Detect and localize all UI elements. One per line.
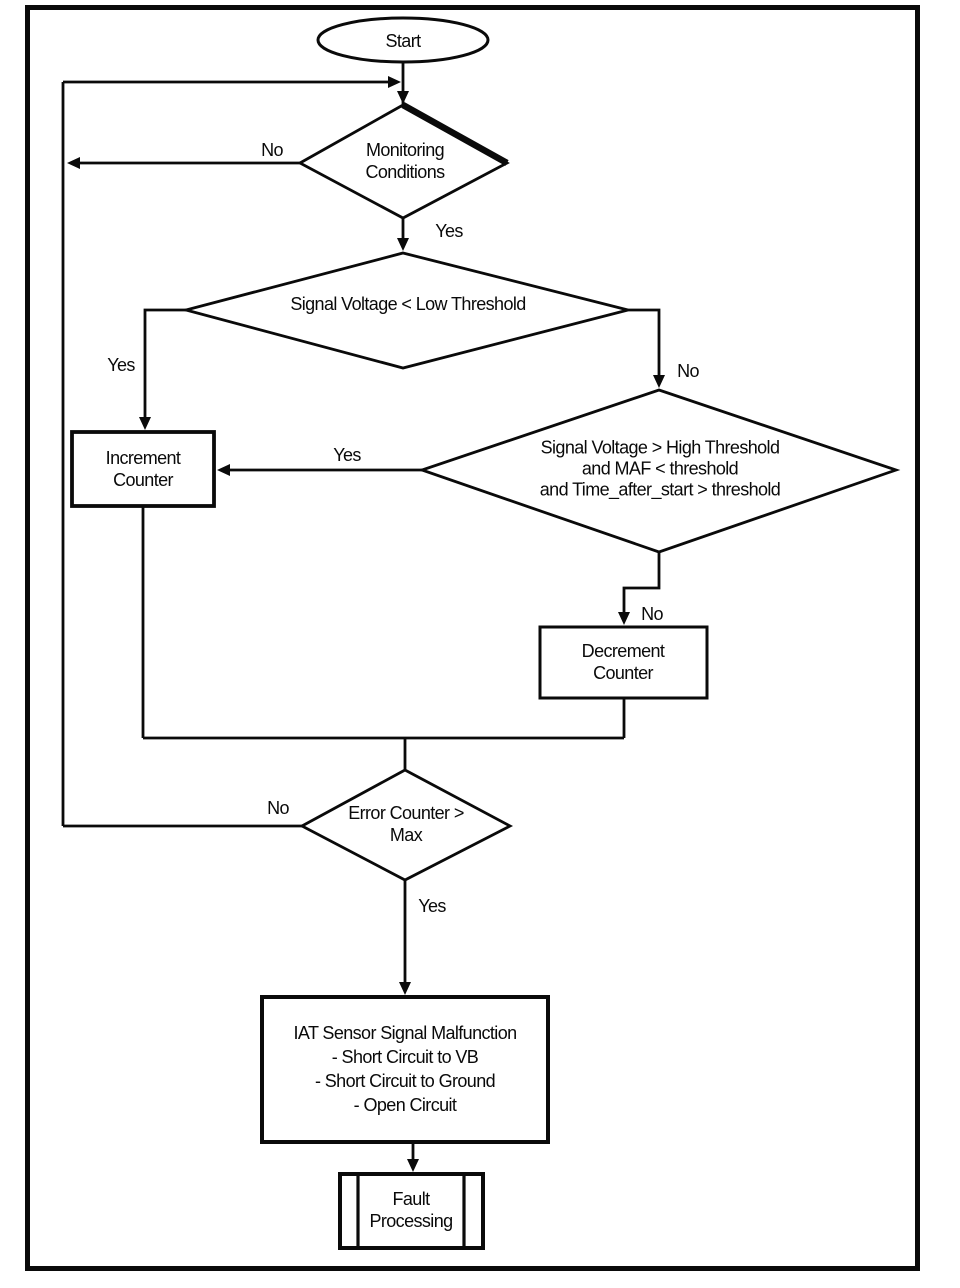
label-line: Monitoring [365, 140, 445, 160]
label-line: Counter [593, 663, 653, 683]
signal-high-no-label: No [641, 604, 663, 624]
error-counter-yes-label: Yes [418, 896, 446, 916]
malfunction-box [260, 995, 550, 1144]
edge-low-yes [143, 308, 186, 426]
start-oval [316, 16, 490, 64]
label-line: Counter [113, 470, 173, 490]
increment-counter-label: Increment Counter [106, 447, 181, 491]
label-line: and MAF < threshold [581, 458, 739, 479]
malfunction-label: IAT Sensor Signal Malfunction - Short Ci… [293, 1021, 517, 1117]
label-line: Max [389, 825, 423, 845]
signal-high-yes-label: Yes [333, 445, 361, 465]
arrow-into-signal-low [397, 238, 409, 251]
label-line: Error Counter > [348, 803, 464, 823]
arrow-into-decrement [618, 612, 630, 625]
edge-low-no [628, 308, 661, 384]
arrow-into-monitoring [397, 91, 409, 104]
error-counter-diamond [299, 768, 514, 882]
signal-low-label: Signal Voltage < Low Threshold [290, 293, 526, 315]
start-label: Start [385, 30, 421, 52]
arrow-loop-into-main [388, 76, 401, 88]
arrow-into-increment-right [217, 464, 230, 476]
label-line: Fault [392, 1189, 430, 1209]
label-line: Signal Voltage < Low Threshold [290, 294, 526, 314]
label-line: Start [385, 31, 421, 51]
fault-processing-label: Fault Processing [369, 1188, 453, 1232]
label-line: - Short Circuit to Ground [314, 1071, 496, 1091]
monitoring-conditions-label: Monitoring Conditions [365, 139, 445, 183]
decrement-counter-label: Decrement Counter [582, 640, 665, 684]
arrow-into-malfunction [399, 982, 411, 995]
fault-processing-box [338, 1172, 485, 1250]
label-line: Conditions [365, 162, 445, 182]
signal-high-label: Signal Voltage > High Threshold and MAF … [539, 437, 781, 501]
monitoring-diamond-bold-edge [401, 102, 509, 166]
monitoring-yes-label: Yes [435, 221, 463, 241]
error-counter-label: Error Counter > Max [348, 802, 464, 846]
decrement-counter-box [538, 625, 709, 700]
label-line: - Short Circuit to VB [331, 1047, 479, 1067]
label-line: Signal Voltage > High Threshold [540, 437, 780, 458]
label-line: Processing [369, 1211, 453, 1231]
label-line: Decrement [581, 641, 665, 661]
edge-high-no [622, 552, 661, 621]
label-line: and Time_after_start > threshold [539, 479, 781, 500]
signal-low-no-label: No [677, 361, 699, 381]
signal-low-diamond [180, 251, 629, 370]
arrow-into-signal-high [653, 375, 665, 388]
signal-high-diamond [417, 388, 901, 554]
monitoring-no-label: No [261, 140, 283, 160]
error-counter-no-label: No [267, 798, 289, 818]
signal-low-yes-label: Yes [107, 355, 135, 375]
increment-counter-box [70, 430, 216, 508]
page-border [25, 5, 920, 1271]
label-line: - Open Circuit [353, 1095, 457, 1115]
arrow-into-increment-top [139, 417, 151, 430]
label-line: IAT Sensor Signal Malfunction [293, 1023, 517, 1043]
arrow-monitoring-no [67, 157, 80, 169]
label-line: Increment [105, 448, 181, 468]
arrow-into-fault [407, 1159, 419, 1172]
